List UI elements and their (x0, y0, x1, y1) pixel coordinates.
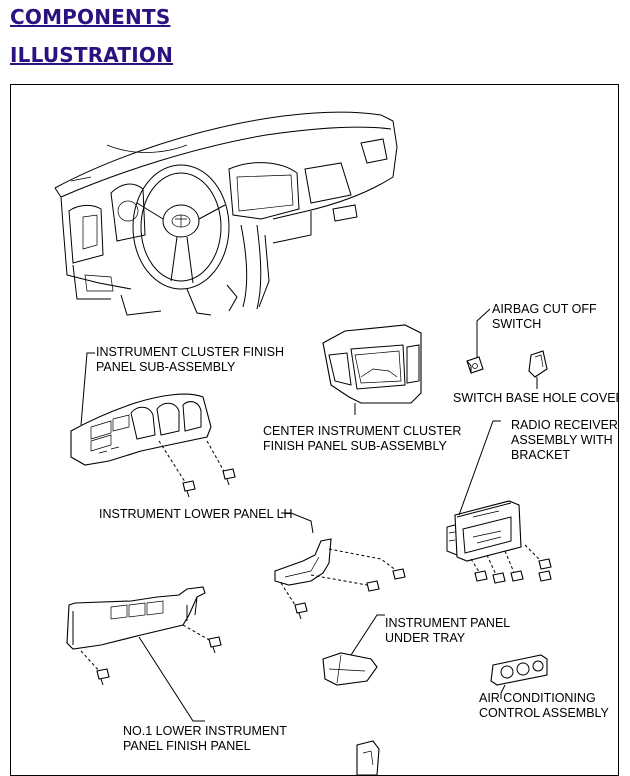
screw-icon (392, 568, 406, 580)
screw-icon (474, 570, 488, 582)
switch-base-hole-cover-label: SWITCH BASE HOLE COVER (453, 391, 618, 405)
screw-icon (366, 580, 380, 592)
screw-icon (538, 558, 552, 582)
screw-icon (208, 636, 222, 654)
screw-icon (492, 572, 506, 584)
instrument-lower-panel-lh-part: INSTRUMENT LOWER PANEL LH (99, 507, 406, 620)
screw-icon (294, 602, 308, 620)
components-heading[interactable]: COMPONENTS (10, 5, 171, 29)
instrument-lower-panel-lh-label: INSTRUMENT LOWER PANEL LH (99, 507, 293, 521)
screw-icon (510, 570, 524, 582)
partial-bottom-part (356, 740, 380, 775)
screw-icon (182, 480, 196, 498)
switch-base-hole-cover-part: SWITCH BASE HOLE COVER (453, 350, 618, 405)
screw-icon (96, 668, 110, 686)
illustration-heading[interactable]: ILLUSTRATION (10, 43, 174, 67)
screw-icon (222, 468, 236, 486)
dashboard-overview-drawing (54, 111, 398, 316)
